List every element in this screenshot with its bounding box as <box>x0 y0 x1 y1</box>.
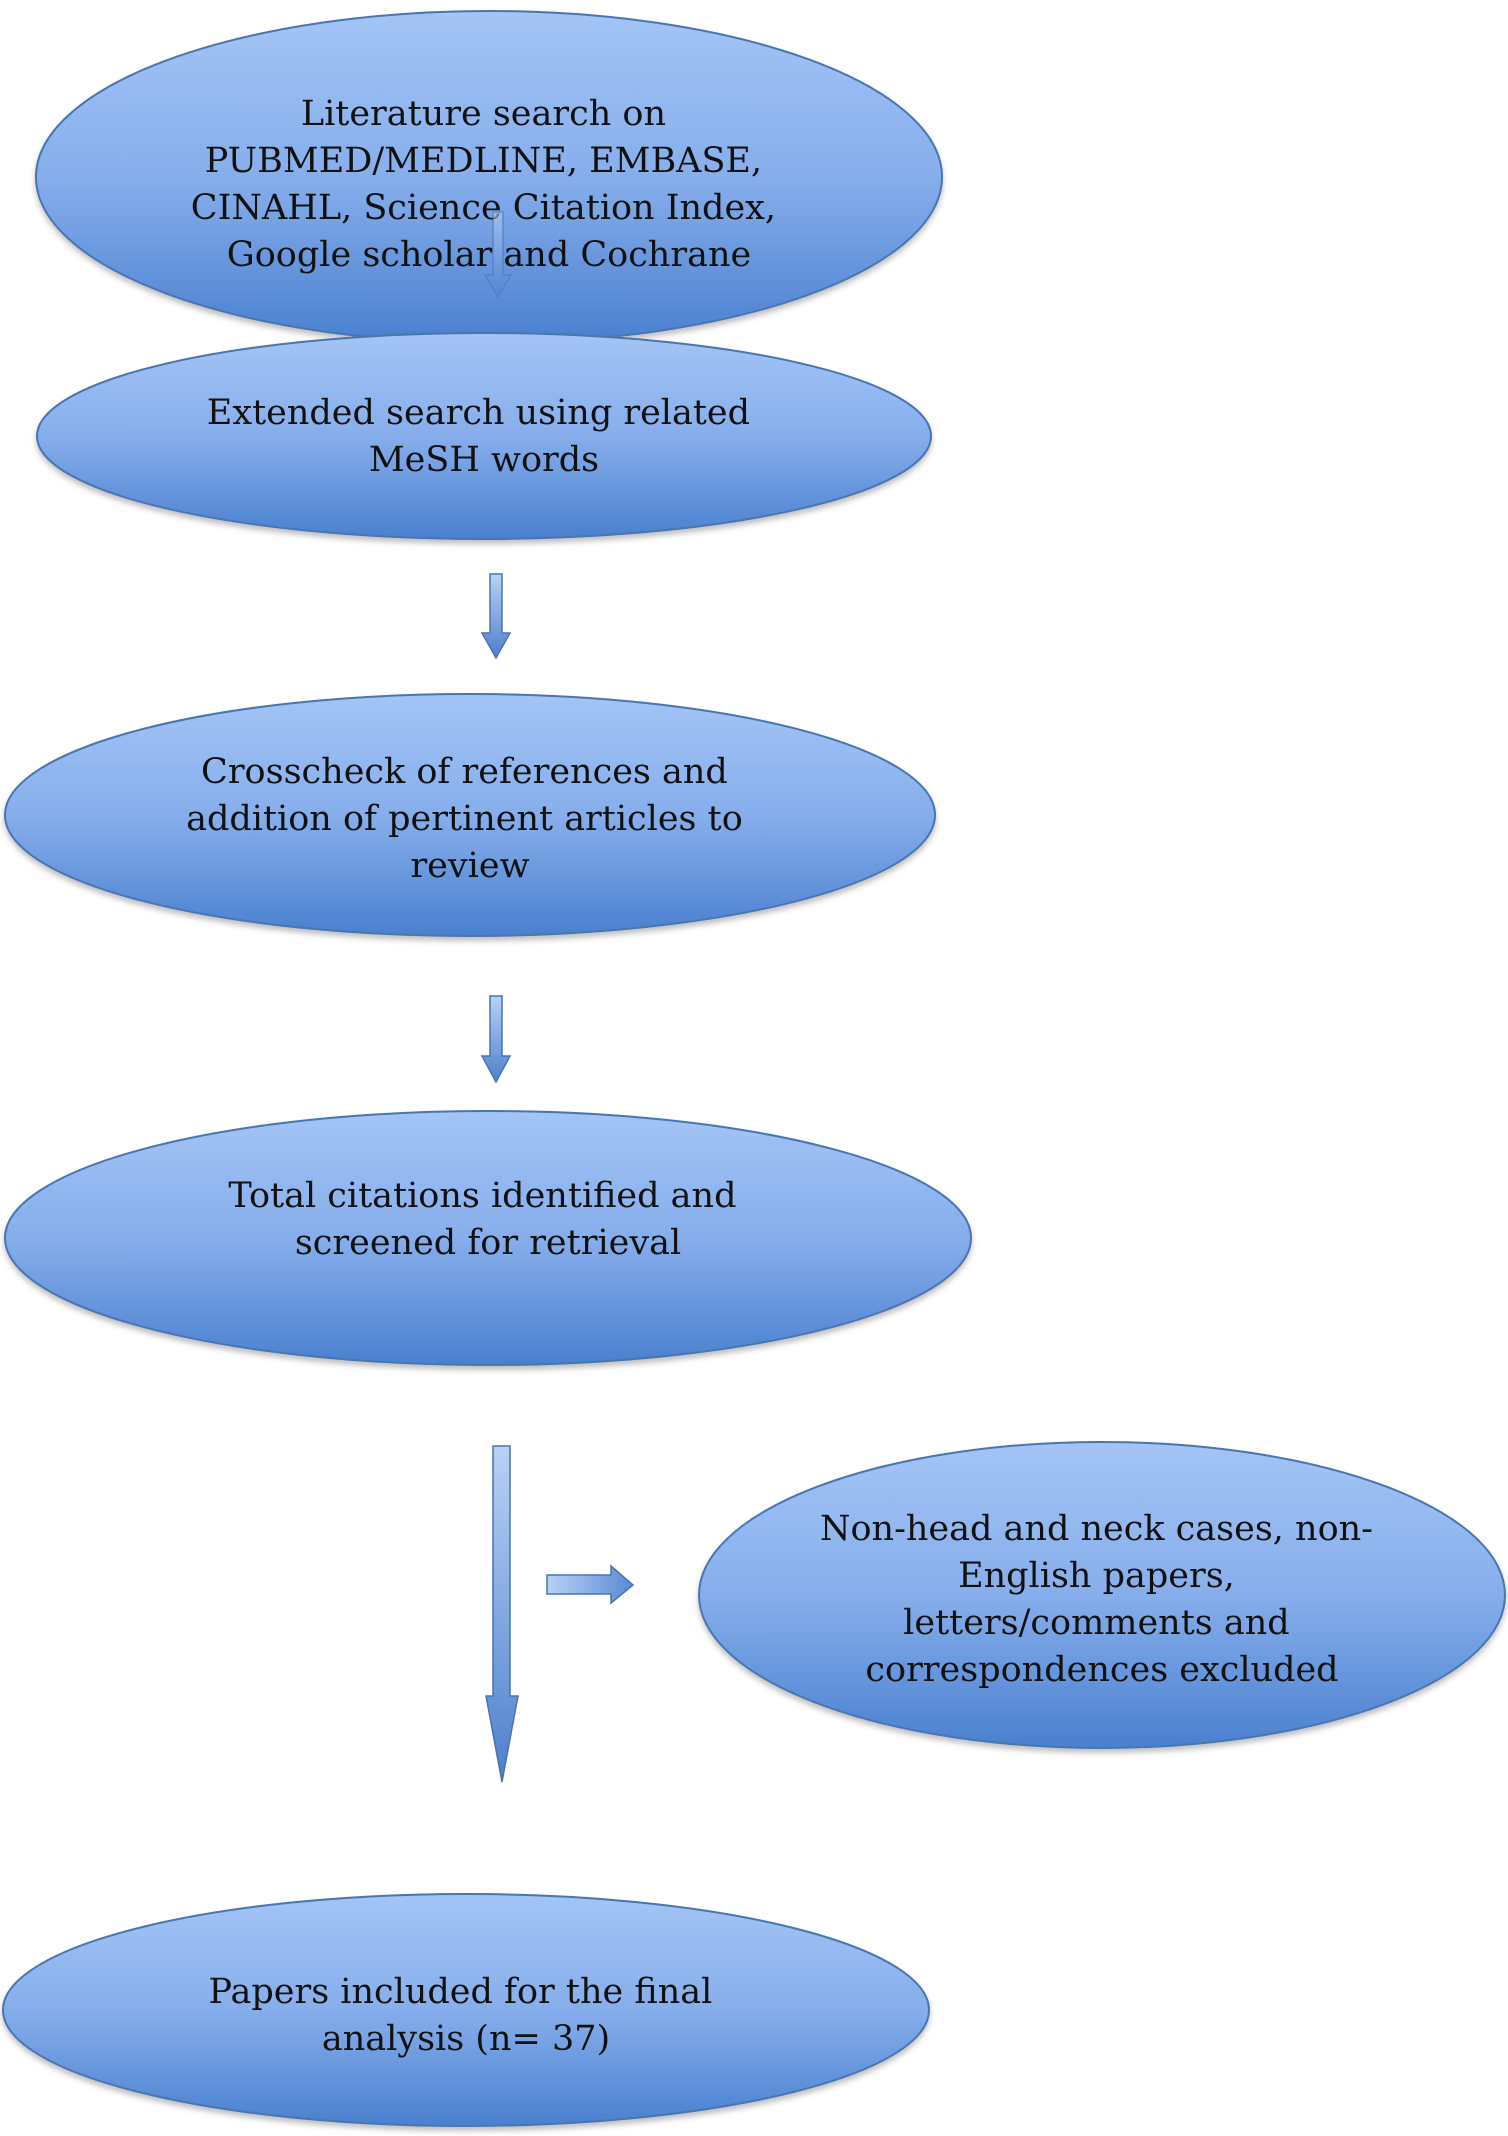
node-literature-search-line-3: CINAHL, Science Citation Index, <box>191 188 776 228</box>
node-excluded: Non-head and neck cases, non- English pa… <box>698 1441 1506 1749</box>
node-crosscheck-label: Crosscheck of references and addition of… <box>186 752 754 886</box>
node-extended-search-line-2: MeSH words <box>369 440 599 480</box>
node-excluded-label: Non-head and neck cases, non- English pa… <box>820 1509 1384 1690</box>
node-crosscheck: Crosscheck of references and addition of… <box>4 693 936 937</box>
node-literature-search-line-4: Google scholar and Cochrane <box>227 235 751 275</box>
node-crosscheck-shape <box>4 693 936 937</box>
node-total-citations-shape <box>4 1110 972 1366</box>
node-literature-search-line-1: Literature search on <box>301 94 666 134</box>
node-total-citations-line-1: Total citations identified and <box>228 1176 736 1216</box>
node-literature-search-line-2: PUBMED/MEDLINE, EMBASE, <box>205 141 762 181</box>
arrow-total-to-excluded <box>546 1564 635 1605</box>
node-final-papers-shape <box>2 1893 930 2127</box>
node-excluded-line-1: Non-head and neck cases, non- <box>820 1509 1373 1549</box>
node-final-papers: Papers included for the final analysis (… <box>2 1893 930 2127</box>
node-excluded-line-2: English papers, <box>958 1556 1235 1596</box>
node-literature-search: Literature search on PUBMED/MEDLINE, EMB… <box>35 10 943 344</box>
arrow-extended-to-crosscheck <box>480 573 512 660</box>
node-excluded-shape <box>698 1441 1506 1749</box>
node-total-citations-label: Total citations identified and screened … <box>228 1176 747 1263</box>
node-crosscheck-line-1: Crosscheck of references and <box>201 752 728 792</box>
arrow-total-to-final <box>485 1445 519 1783</box>
node-crosscheck-line-2: addition of pertinent articles to <box>186 799 743 839</box>
node-excluded-line-4: correspondences excluded <box>865 1650 1338 1690</box>
node-excluded-line-3: letters/comments and <box>903 1603 1290 1643</box>
node-final-papers-line-2: analysis (n= 37) <box>322 2019 610 2059</box>
node-extended-search-label: Extended search using related MeSH words <box>207 393 761 480</box>
node-extended-search: Extended search using related MeSH words <box>36 332 932 540</box>
node-extended-search-shape <box>36 332 932 540</box>
arrow-literature-to-extended <box>483 211 513 299</box>
node-extended-search-line-1: Extended search using related <box>207 393 750 433</box>
node-literature-search-label: Literature search on PUBMED/MEDLINE, EMB… <box>191 94 787 275</box>
node-final-papers-label: Papers included for the final analysis (… <box>209 1972 724 2059</box>
node-final-papers-line-1: Papers included for the final <box>209 1972 713 2012</box>
node-total-citations: Total citations identified and screened … <box>4 1110 972 1366</box>
arrow-crosscheck-to-total <box>480 995 512 1084</box>
node-crosscheck-line-3: review <box>410 846 529 886</box>
node-total-citations-line-2: screened for retrieval <box>295 1223 681 1263</box>
